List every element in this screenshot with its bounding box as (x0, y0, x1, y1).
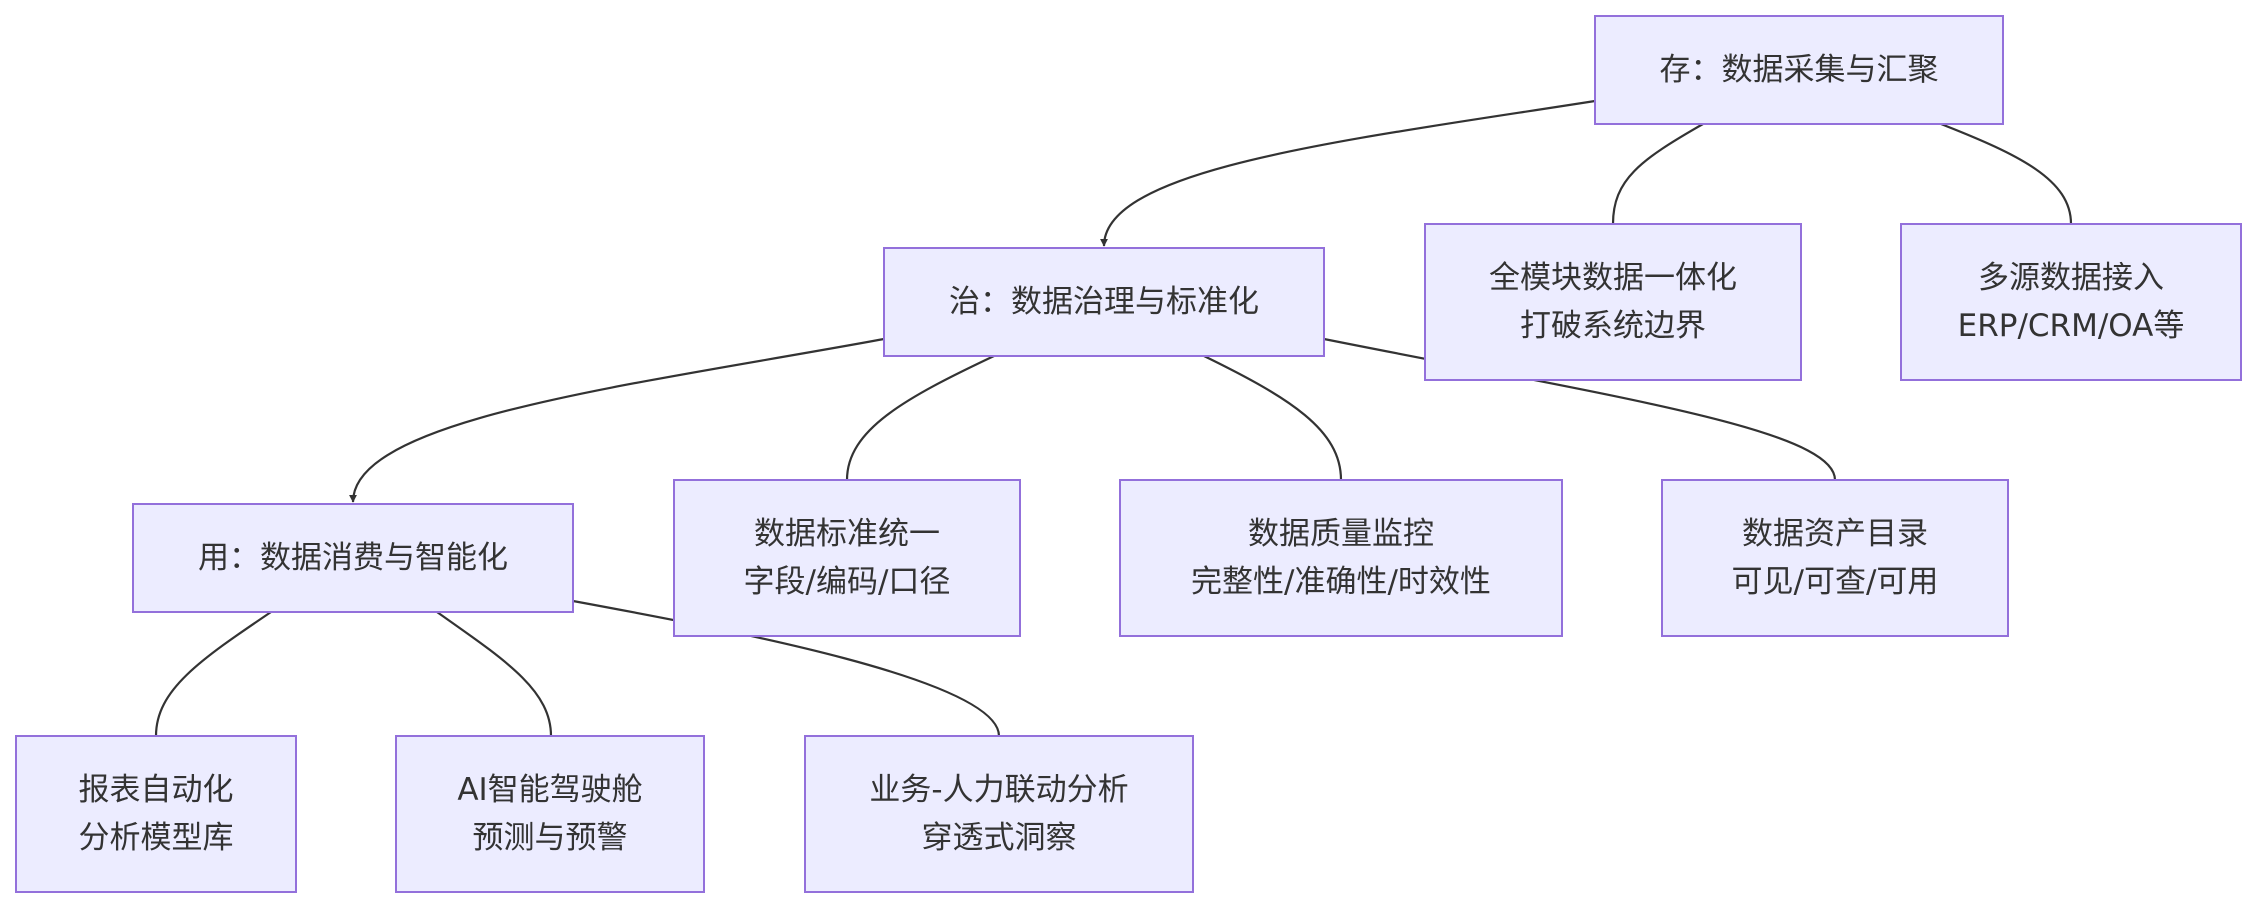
edge-cun-to-yitihua (1611, 123, 1704, 225)
node-duoyuan: 多源数据接入 ERP/CRM/OA等 (1900, 223, 2242, 381)
node-label-line: 数据质量监控 (1248, 516, 1434, 552)
node-zhi: 治：数据治理与标准化 (883, 247, 1325, 357)
edge-zhi-to-yong (349, 337, 885, 503)
node-label-line: 报表自动化 (79, 772, 234, 808)
node-box (132, 503, 574, 613)
edge-cun-to-zhi (1100, 99, 1596, 247)
node-label-line: 分析模型库 (79, 820, 234, 856)
node-label-line: 治：数据治理与标准化 (949, 284, 1259, 320)
node-label-line: 预测与预警 (473, 820, 628, 856)
edge-yong-to-ai (436, 611, 553, 737)
node-box (883, 247, 1325, 357)
node-label-line: 打破系统边界 (1520, 308, 1706, 344)
edge-yong-to-baobiao (154, 611, 272, 737)
edges (154, 99, 2073, 737)
node-label-line: 全模块数据一体化 (1489, 260, 1737, 296)
node-box (1900, 223, 2242, 381)
node-label-line: ERP/CRM/OA等 (1958, 308, 2185, 344)
node-box (395, 735, 705, 893)
edge-zhi-to-biaozhun (845, 355, 995, 481)
node-label-line: 业务-人力联动分析 (869, 772, 1128, 808)
node-label-line: 多源数据接入 (1978, 260, 2164, 296)
node-label-line: 完整性/准确性/时效性 (1191, 564, 1491, 600)
node-label-line: 数据标准统一 (754, 516, 940, 552)
node-label-line: 数据资产目录 (1742, 516, 1928, 552)
node-box (1661, 479, 2009, 637)
node-yong: 用：数据消费与智能化 (132, 503, 574, 613)
node-box (1594, 15, 2004, 125)
node-box (1424, 223, 1802, 381)
node-cun: 存：数据采集与汇聚 (1594, 15, 2004, 125)
node-label-line: 可见/可查/可用 (1732, 564, 1939, 600)
edge-cun-to-duoyuan (1940, 122, 2073, 225)
node-box (15, 735, 297, 893)
node-label-line: 字段/编码/口径 (744, 564, 951, 600)
node-label-line: AI智能驾驶舱 (457, 772, 642, 808)
node-label-line: 用：数据消费与智能化 (198, 540, 508, 576)
node-label-line: 穿透式洞察 (922, 820, 1077, 856)
node-label-line: 存：数据采集与汇聚 (1660, 52, 1939, 88)
node-box (673, 479, 1021, 637)
node-box (1119, 479, 1563, 637)
edge-yong-to-yewu (572, 599, 1001, 737)
edge-zhi-to-zhiliang (1203, 355, 1343, 481)
node-box (804, 735, 1194, 893)
